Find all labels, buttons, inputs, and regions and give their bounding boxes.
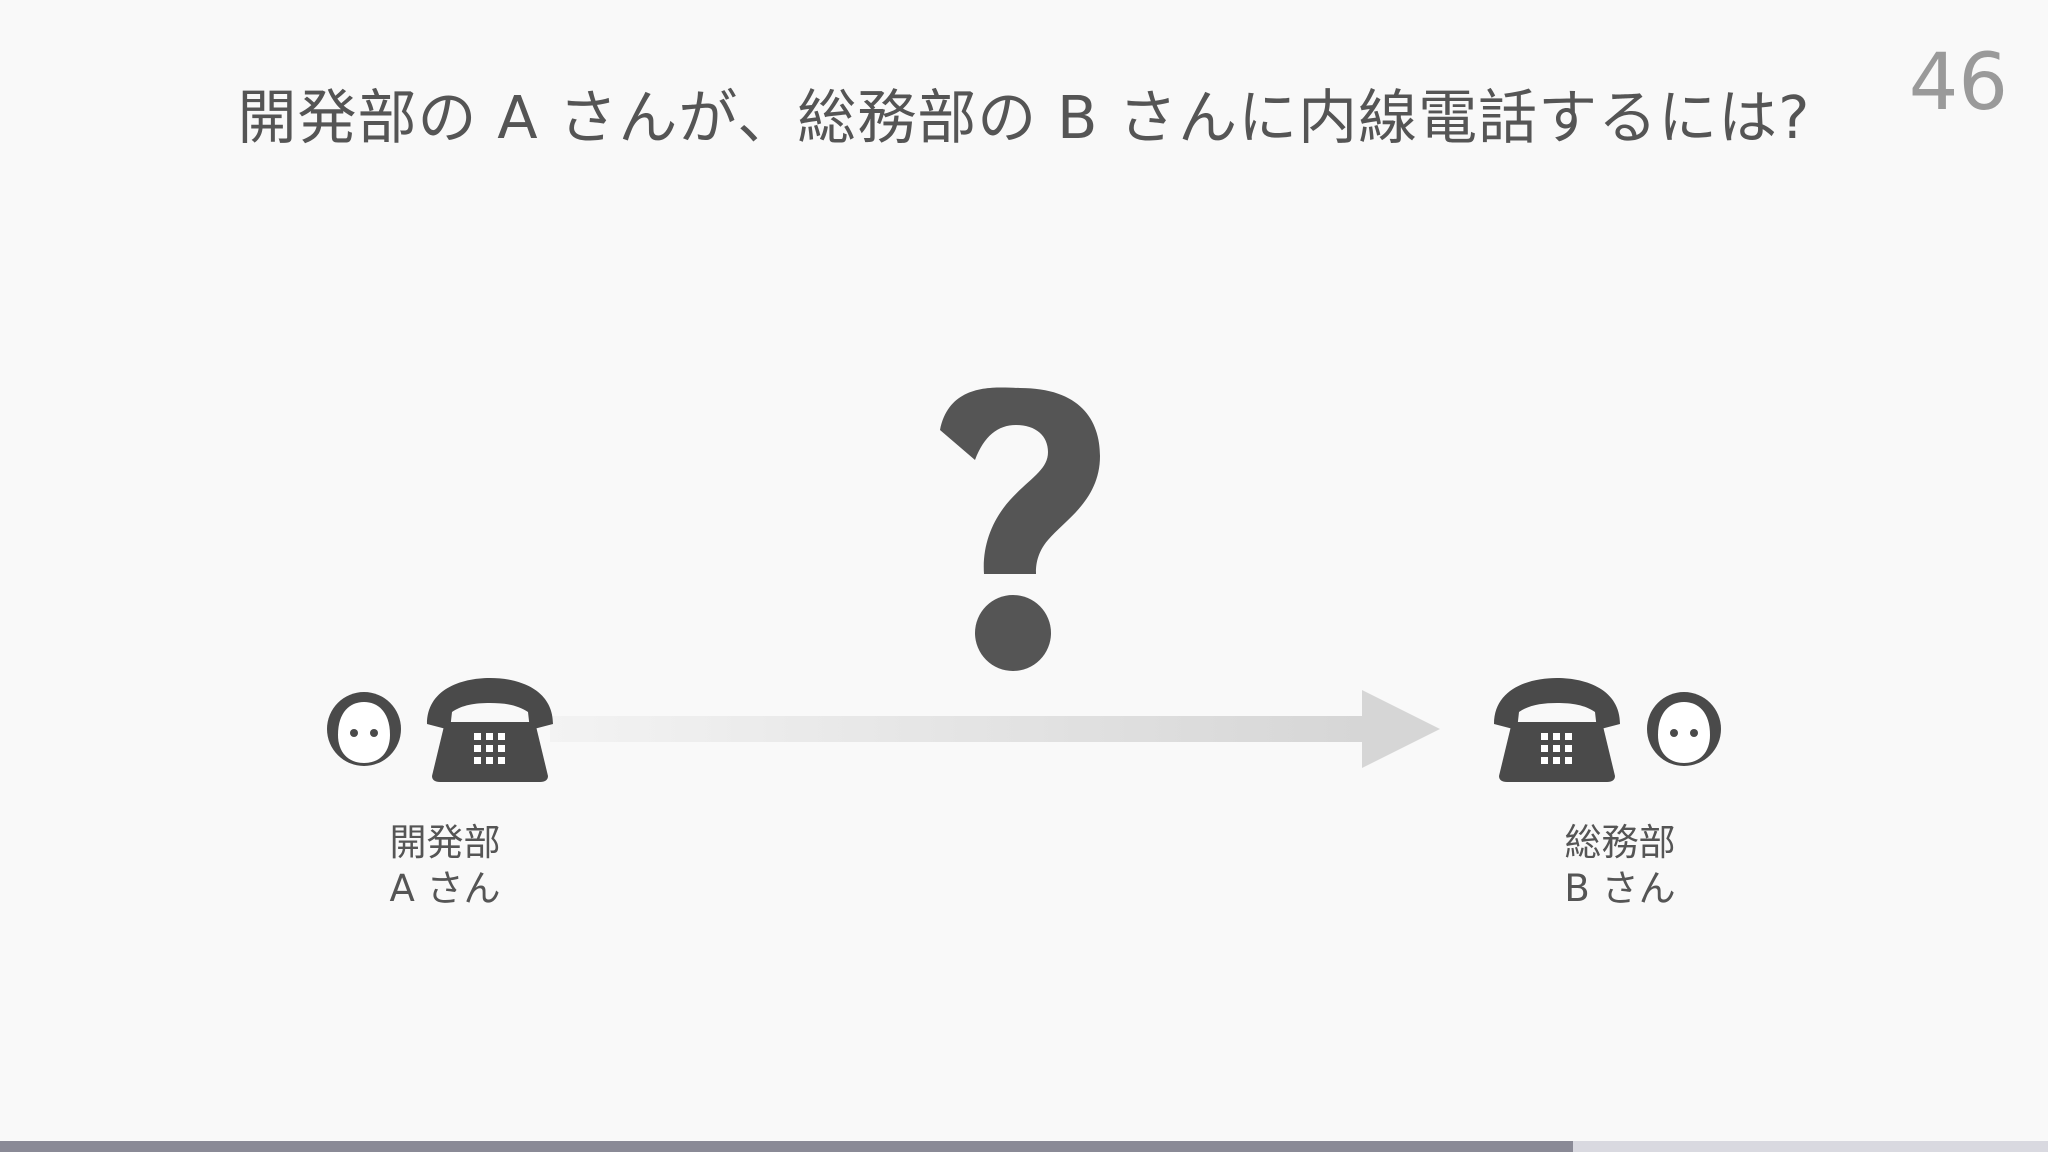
telephone-icon-left xyxy=(427,678,553,782)
question-mark-icon xyxy=(940,387,1100,671)
callee-name: B さん xyxy=(1564,867,1676,910)
person-face-icon-right xyxy=(1647,692,1721,766)
progress-bar-fill xyxy=(0,1141,1573,1152)
caller-caption: 開発部 A さん xyxy=(335,820,555,912)
callee-department: 総務部 xyxy=(1564,821,1676,864)
caller-name: A さん xyxy=(389,867,501,910)
slide-title: 開発部の A さんが、総務部の B さんに内線電話するには? xyxy=(237,83,1811,152)
page-number: 46 xyxy=(1908,38,2008,128)
telephone-icon-right xyxy=(1494,678,1620,782)
caller-department: 開発部 xyxy=(389,821,501,864)
progress-bar xyxy=(0,1141,2048,1152)
person-face-icon-left xyxy=(327,692,401,766)
arrow-right-icon xyxy=(550,690,1440,768)
callee-caption: 総務部 B さん xyxy=(1510,820,1730,912)
